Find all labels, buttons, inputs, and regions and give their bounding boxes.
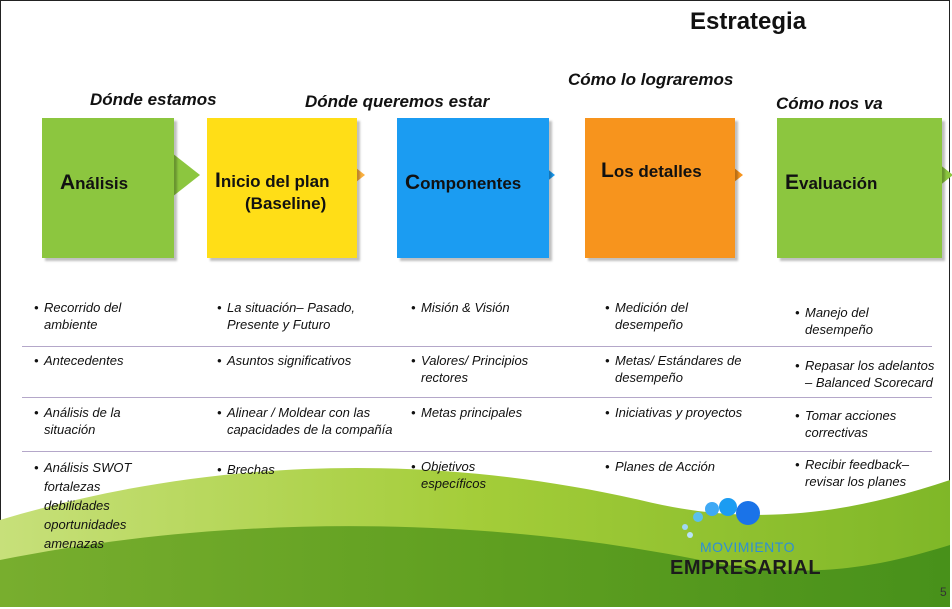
list-item: •Manejo del desempeño (795, 305, 873, 337)
list-item: •Tomar acciones correctivas (795, 408, 897, 440)
list-item: •Planes de Acción (605, 459, 715, 474)
arrow-icon (172, 153, 200, 197)
phase-label-how-we-do: Cómo nos va (776, 94, 883, 113)
logo-dots-icon (682, 498, 760, 538)
strategy-title: Estrategia (690, 8, 807, 35)
list-item: •Recorrido del ambiente (34, 300, 122, 332)
phase-label-how-we-achieve: Cómo lo lograremos (568, 70, 734, 89)
stage-evaluacion: Evaluación (777, 118, 952, 258)
phase-label-where-we-are: Dónde estamos (90, 90, 217, 109)
list-item: •Metas/ Estándares de desempeño (605, 353, 742, 385)
list-item: •Medición del desempeño (605, 300, 688, 332)
list-item: •Misión & Visión (411, 300, 510, 315)
row-divider (22, 397, 932, 398)
list-item: •Recibir feedback– revisar los planes (795, 457, 910, 489)
stage-inicio: Inicio del plan(Baseline) (207, 118, 365, 258)
row-divider (22, 346, 932, 347)
background-wave (0, 467, 950, 607)
list-item: •La situación– Pasado, Presente y Futuro (217, 300, 355, 332)
list-item: •Análisis de la situación (34, 405, 121, 437)
page-number: 5 (940, 585, 947, 599)
list-item: •Brechas (217, 462, 275, 477)
list-item: •Alinear / Moldear con las capacidades d… (217, 405, 393, 437)
list-item: •Asuntos significativos (217, 353, 352, 368)
logo-text-line1: MOVIMIENTO (700, 539, 795, 555)
stage-detalles: Los detalles (585, 118, 743, 258)
phase-label-where-we-want: Dónde queremos estar (305, 92, 490, 111)
list-item: •Análisis SWOT fortalezas debilidades op… (34, 460, 132, 551)
movimiento-empresarial-logo: MOVIMIENTO EMPRESARIAL (670, 495, 840, 585)
stage-analisis: Análisis (42, 118, 200, 258)
list-item: •Repasar los adelantos – Balanced Scorec… (795, 358, 935, 390)
row-divider (22, 451, 932, 452)
stage-componentes: Componentes (397, 118, 555, 258)
list-item: •Antecedentes (34, 353, 124, 368)
list-item: •Metas principales (411, 405, 523, 420)
list-item: •Valores/ Principios rectores (411, 353, 529, 385)
list-item: •Iniciativas y proyectos (605, 405, 743, 420)
list-item: •Objetivos específicos (411, 459, 487, 491)
logo-text-line2: EMPRESARIAL (670, 557, 822, 579)
